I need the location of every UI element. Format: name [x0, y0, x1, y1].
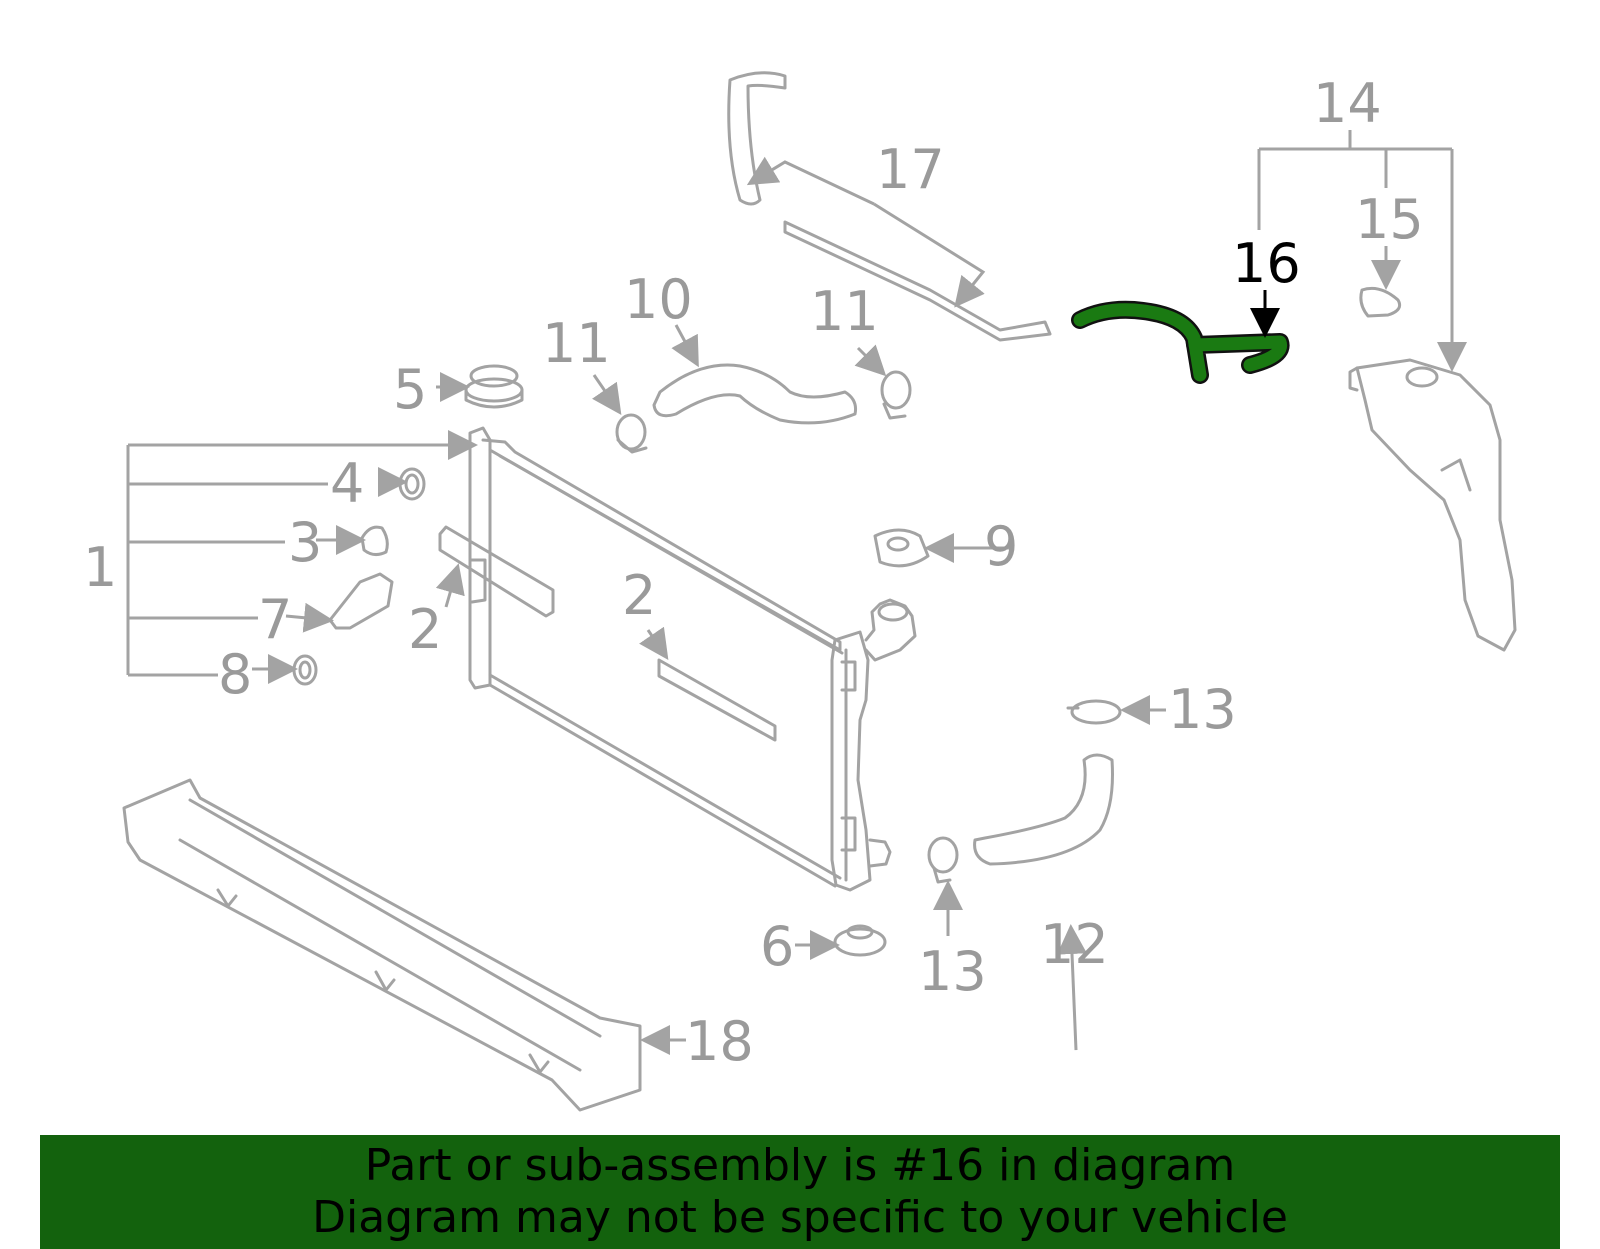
callout-2a: 2: [408, 598, 442, 661]
info-banner: Part or sub-assembly is #16 in diagram D…: [40, 1135, 1560, 1249]
reservoir-cap: [1359, 286, 1402, 318]
radiator-cap: [873, 528, 930, 568]
callout-3: 3: [288, 511, 322, 574]
hose-clamp-11a: [615, 413, 648, 454]
callout-13b: 13: [918, 940, 987, 1003]
plug: [360, 525, 389, 557]
callout-9: 9: [984, 515, 1018, 578]
callout-8: 8: [218, 643, 252, 706]
lower-hose: [973, 753, 1114, 866]
baffle-left: [438, 525, 555, 618]
reservoir-hose-highlight: [1071, 300, 1290, 384]
hose-clamp-13a: [1066, 699, 1122, 725]
overflow-hose: [727, 71, 787, 206]
callout-6: 6: [760, 915, 794, 978]
callout-14: 14: [1313, 72, 1382, 135]
hose-clamp-13b: [927, 836, 959, 884]
callout-11a: 11: [542, 312, 611, 375]
baffle-center: [657, 658, 777, 742]
callout-13a: 13: [1168, 678, 1237, 741]
callout-10: 10: [624, 268, 693, 331]
upper-mount: [464, 364, 524, 409]
callout-16: 16: [1232, 232, 1301, 295]
radiator: [468, 426, 917, 892]
callout-1: 1: [83, 536, 117, 599]
banner-line-1: Part or sub-assembly is #16 in diagram: [364, 1140, 1236, 1191]
callout-5: 5: [393, 358, 427, 421]
overflow-bracket: [783, 220, 1052, 342]
lower-mount: [833, 924, 887, 957]
callout-2b: 2: [622, 564, 656, 627]
lower-deflector: [122, 778, 642, 1112]
hose-clamp-11b: [880, 370, 912, 420]
callout-4: 4: [330, 452, 364, 515]
callout-11b: 11: [810, 280, 879, 343]
callout-15: 15: [1355, 188, 1424, 251]
coolant-reservoir: [1348, 358, 1517, 652]
upper-hose: [652, 363, 857, 425]
callout-7: 7: [258, 588, 292, 651]
parts-diagram: 1 4 3 7 8 5 2 2 10 11 11 9 6 13 12 13 17…: [83, 71, 1517, 1112]
gasket-4: [398, 467, 426, 501]
callout-18: 18: [685, 1010, 754, 1073]
callout-12: 12: [1040, 913, 1109, 976]
drain-cock: [328, 572, 394, 630]
banner-line-2: Diagram may not be specific to your vehi…: [312, 1192, 1288, 1243]
o-ring: [292, 654, 318, 686]
callout-17: 17: [876, 138, 945, 201]
